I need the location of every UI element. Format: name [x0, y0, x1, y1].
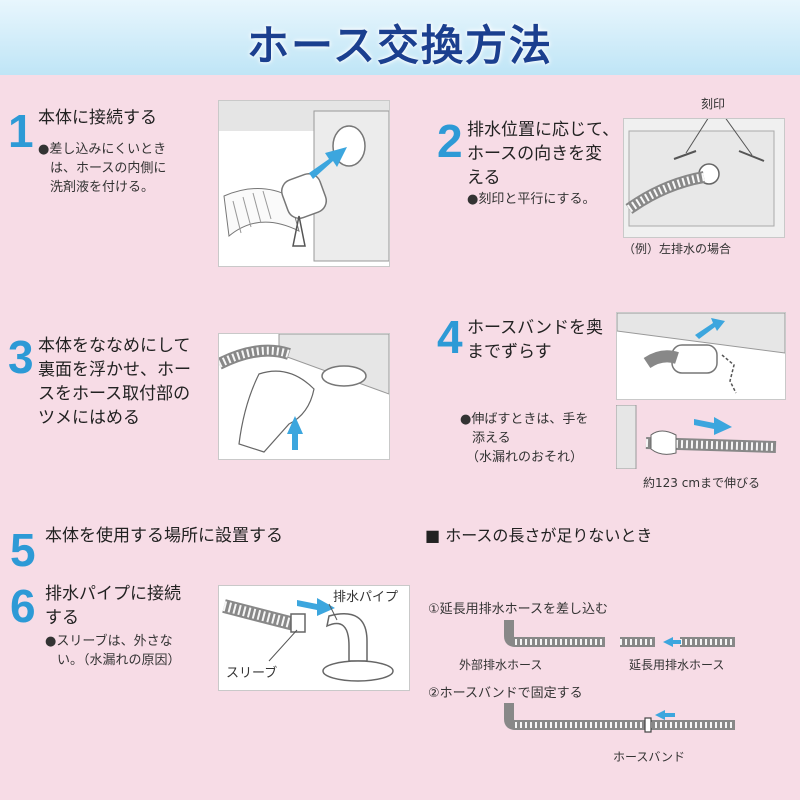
extension-step-2: ②ホースバンドで固定する	[428, 686, 583, 701]
step-5-title: 本体を使用する場所に設置する	[45, 526, 283, 546]
extension-hose-label: 延長用排水ホース	[629, 658, 725, 672]
step-2-number: 2	[437, 115, 463, 167]
step-1-illustration	[218, 100, 390, 267]
step-5-number: 5	[10, 524, 36, 576]
page-title: ホース交換方法	[247, 21, 553, 70]
sleeve-label: スリーブ	[226, 666, 278, 681]
hose-band-label: ホースバンド	[613, 750, 686, 764]
step-2-caption: （例）左排水の場合	[623, 242, 732, 256]
extension-step-1: ①延長用排水ホースを差し込む	[428, 602, 609, 617]
step-1-number: 1	[8, 105, 34, 157]
step-6-illustration	[218, 585, 410, 691]
step-3-title: 本体をななめにして 裏面を浮かせ、ホー スをホース取付部の ツメにはめる	[38, 336, 191, 428]
step-3-illustration	[218, 333, 390, 460]
extension-diagram-2	[495, 703, 745, 737]
step-4-illustration-stretch	[616, 405, 784, 469]
step-6-title: 排水パイプに接続 する	[45, 584, 181, 628]
drain-pipe-label: 排水パイプ	[333, 590, 399, 605]
step-1-note: ●差し込みにくいとき は、ホースの内側に 洗剤液を付ける。	[38, 142, 167, 195]
step-4-number: 4	[437, 311, 463, 363]
mark-label: 刻印	[701, 97, 726, 111]
step-3-number: 3	[8, 331, 34, 383]
step-1-title: 本体に接続する	[38, 108, 157, 128]
step-6-note: ●スリーブは、外さな い。（水漏れの原因）	[45, 634, 181, 668]
step-4-note: ●伸ばすときは、手を 添える （水漏れのおそれ）	[460, 412, 589, 465]
header-banner: ホース交換方法	[0, 0, 800, 75]
step-4-illustration-band	[616, 312, 786, 400]
step-4-caption: 約123 cmまで伸びる	[643, 476, 761, 490]
step-2-note: ●刻印と平行にする。	[467, 192, 596, 207]
outer-hose-label: 外部排水ホース	[459, 658, 543, 672]
extension-diagram-1	[495, 620, 745, 654]
step-2-title: 排水位置に応じて、 ホースの向きを変 える	[467, 120, 620, 188]
extension-heading: ■ ホースの長さが足りないとき	[425, 526, 653, 545]
step-2-illustration	[623, 118, 785, 238]
step-6-number: 6	[10, 580, 36, 632]
step-4-title: ホースバンドを奥 までずらす	[467, 318, 603, 362]
